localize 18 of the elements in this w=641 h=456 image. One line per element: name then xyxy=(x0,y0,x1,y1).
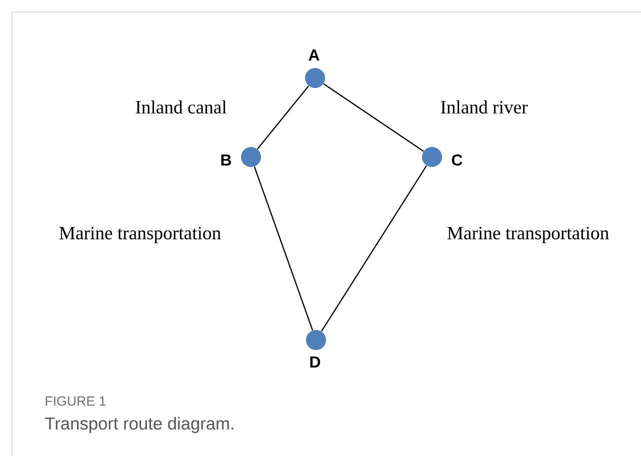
node-dot xyxy=(241,147,261,167)
node-dot xyxy=(306,330,326,350)
edge-label: Marine transportation xyxy=(447,226,609,244)
caption: Transport route diagram. xyxy=(45,416,234,434)
edge-label: Inland canal xyxy=(136,100,226,114)
route-line xyxy=(321,165,428,332)
node-letter: D xyxy=(310,356,320,368)
node-letter: B xyxy=(221,154,232,166)
route-line xyxy=(257,86,310,150)
edge-label: Marine transportation xyxy=(59,226,221,244)
route-line xyxy=(323,83,424,152)
node-letter: A xyxy=(308,50,320,60)
figure-number: FIGURE 1 xyxy=(46,396,106,406)
route-line xyxy=(254,166,314,331)
node-dot xyxy=(422,147,442,167)
node-letter: C xyxy=(452,154,462,166)
edge-label: Inland river xyxy=(440,100,528,114)
node-dot xyxy=(305,68,325,88)
